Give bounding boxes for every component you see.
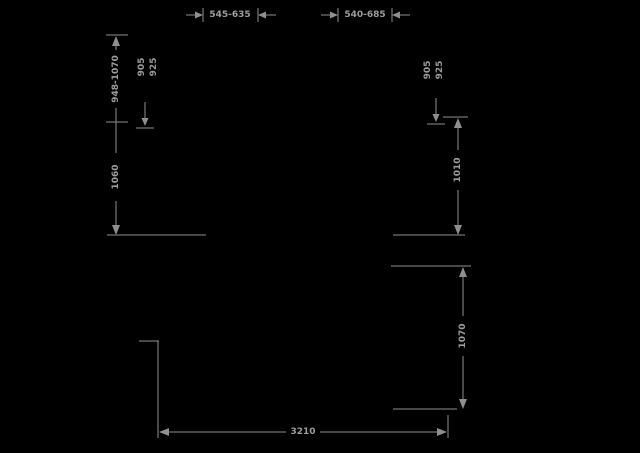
- arrowhead-right-icon: [195, 11, 203, 19]
- dim-left-small-labels: 905 925: [137, 58, 159, 77]
- dim-label-top-right: 540-685: [344, 10, 385, 20]
- arrowhead-left-icon: [392, 11, 400, 19]
- arrowhead-down-icon: [141, 118, 149, 126]
- arrowhead-up-icon: [454, 118, 462, 128]
- dim-right-upper-height: 1010: [393, 116, 468, 236]
- dim-top-right-width: 540-685: [321, 8, 410, 22]
- dim-label-right-small-lower: 925: [435, 61, 445, 80]
- dim-top-left-width: 545-635: [186, 8, 276, 22]
- dim-label-overall-length: 3210: [290, 427, 315, 437]
- arrowhead-down-icon: [432, 114, 440, 122]
- arrowhead-down-icon: [459, 399, 467, 409]
- arrowhead-up-icon: [112, 36, 120, 46]
- dim-label-left-small-lower: 925: [149, 58, 159, 77]
- dim-label-right-upper: 1010: [453, 157, 463, 182]
- dim-right-lower-height: 1070: [391, 265, 471, 410]
- arrowhead-down-icon: [112, 225, 120, 235]
- dim-label-left-range: 948-1070: [111, 55, 121, 103]
- dim-left-small-arrow: [136, 102, 154, 129]
- arrowhead-right-icon: [330, 11, 338, 19]
- dim-label-right-small-upper: 905: [423, 61, 433, 80]
- dim-label-left-small-upper: 905: [137, 58, 147, 77]
- arrowhead-up-icon: [459, 267, 467, 277]
- dim-left-heights: 948-1070 1060: [106, 34, 206, 236]
- dim-label-left-height: 1060: [111, 164, 121, 189]
- dim-right-small-arrow: [427, 98, 445, 125]
- arrowhead-left-icon: [258, 11, 266, 19]
- arrowhead-down-icon: [454, 225, 462, 235]
- arrowhead-left-icon: [159, 428, 169, 436]
- arrowhead-right-icon: [437, 428, 447, 436]
- dim-overall-length: 3210: [139, 340, 449, 438]
- dim-right-small-labels: 905 925: [423, 61, 445, 80]
- dim-label-right-lower: 1070: [458, 323, 468, 348]
- dim-label-top-left: 545-635: [209, 10, 250, 20]
